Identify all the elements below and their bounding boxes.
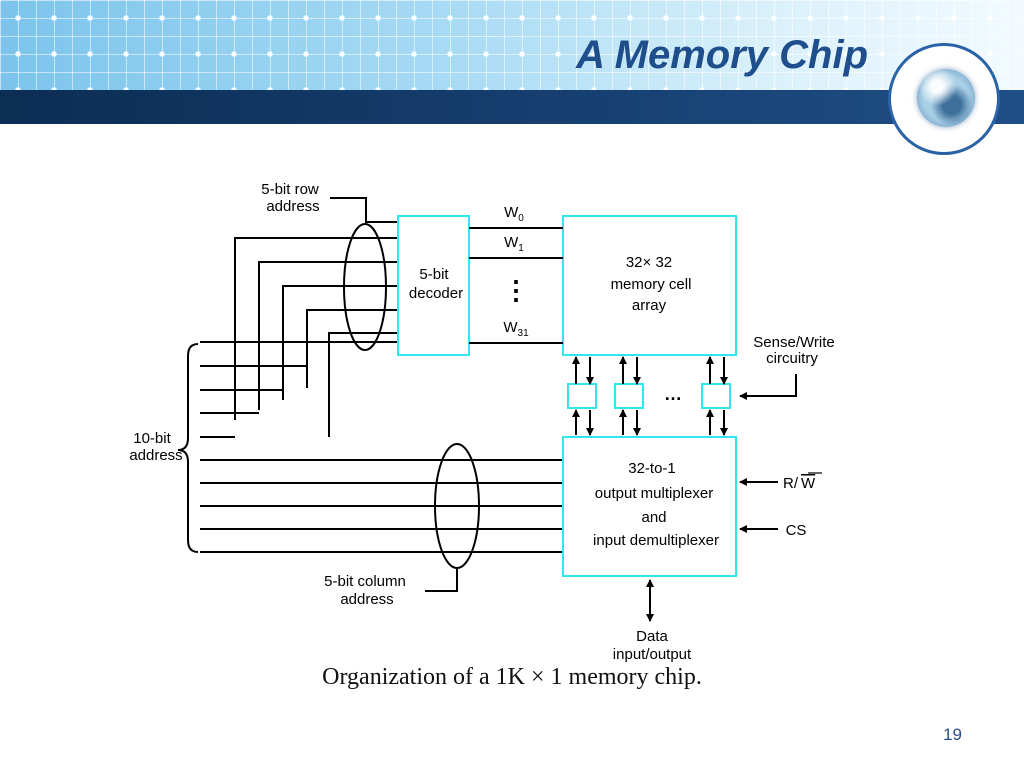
address-label-line1: 10-bit xyxy=(133,430,171,447)
sense-write-cell-1 xyxy=(567,383,597,409)
sense-write-control-arrow xyxy=(739,374,797,400)
header-band xyxy=(0,90,1024,124)
rw-label: R/W xyxy=(783,475,816,492)
word-line-w1-label: W1 xyxy=(504,234,524,254)
row-address-lines xyxy=(234,197,398,437)
vertical-ellipsis: ⋮ xyxy=(503,275,529,305)
word-line-w0-label: W0 xyxy=(504,204,524,224)
address-input-lines xyxy=(200,341,563,553)
data-label-line1: Data xyxy=(636,628,668,645)
array-label-line2: memory cell xyxy=(611,276,692,293)
figure-caption: Organization of a 1K × 1 memory chip. xyxy=(322,664,702,690)
slide-title: A Memory Chip xyxy=(576,33,868,77)
page-number: 19 xyxy=(943,725,962,744)
word-lines xyxy=(469,227,563,344)
mux-label-line1: 32-to-1 xyxy=(628,460,676,477)
mux-label-line4: input demultiplexer xyxy=(593,532,719,549)
sense-write-cell-32 xyxy=(701,383,731,409)
mux-label-line3: and xyxy=(641,509,666,526)
mux-box xyxy=(562,436,737,577)
decoder-box xyxy=(397,215,470,356)
globe-icon xyxy=(917,69,975,127)
memory-array-box xyxy=(562,215,737,356)
sense-write-label-line1: Sense/Write xyxy=(753,334,834,351)
array-label-line1: 32× 32 xyxy=(626,254,672,271)
horizontal-ellipsis: … xyxy=(664,384,682,404)
column-address-label-line1: 5-bit column xyxy=(324,573,406,590)
decoder-label-line1: 5-bit xyxy=(419,266,449,283)
sense-write-cell-2 xyxy=(614,383,644,409)
row-address-label-line1: 5-bit row xyxy=(261,181,319,198)
cs-label: CS xyxy=(786,522,807,539)
sense-write-label-line2: circuitry xyxy=(766,350,818,367)
address-label-line2: address xyxy=(129,447,182,464)
mux-label-line2: output multiplexer xyxy=(595,485,713,502)
array-label-line3: array xyxy=(632,297,667,314)
word-line-w31-label: W31 xyxy=(503,319,529,339)
address-brace xyxy=(177,343,199,553)
column-address-leader xyxy=(425,568,458,592)
row-address-bus-ellipse xyxy=(343,223,387,351)
bitline-arrows xyxy=(572,356,728,436)
header-pattern xyxy=(0,0,1024,90)
decoder-label-line2: decoder xyxy=(409,285,463,302)
globe-logo-ring xyxy=(888,43,1000,155)
row-address-label-line2: address xyxy=(266,198,319,215)
column-address-label-line2: address xyxy=(340,591,393,608)
data-label-line2: input/output xyxy=(613,646,692,663)
